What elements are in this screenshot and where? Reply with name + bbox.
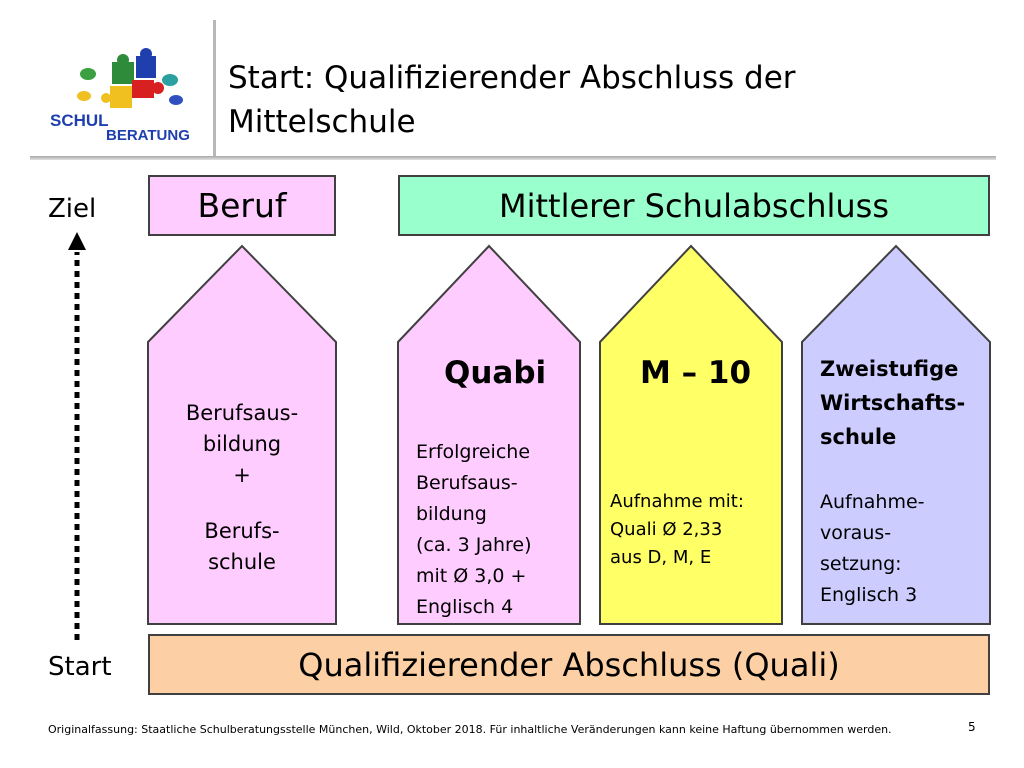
base-quali-label: Qualifizierender Abschluss (Quali): [298, 645, 840, 684]
house-heading-line: Wirtschafts-: [820, 391, 966, 415]
header-divider-vertical: [213, 20, 216, 160]
house-berufsausbildung-text: Berufsaus- bildung +: [148, 398, 336, 491]
page-title-line-1: Start: Qualifizierender Abschluss der: [228, 60, 796, 96]
logo-text-schul: SCHUL: [50, 111, 109, 130]
house-m10-text: Aufnahme mit: Quali Ø 2,33 aus D, M, E: [610, 488, 744, 572]
base-quali: Qualifizierender Abschluss (Quali): [148, 634, 990, 695]
house-wirtschaftsschule-text: Aufnahme- voraus- setzung: Englisch 3: [820, 487, 925, 611]
house-text-line: Aufnahme-: [820, 491, 925, 513]
house-text-line: +: [233, 463, 251, 487]
house-text-line: Erfolgreiche: [416, 441, 531, 463]
house-heading-line: Zweistufige: [820, 357, 959, 381]
arrow-up-icon: [68, 232, 86, 250]
house-heading-line: schule: [820, 425, 897, 449]
header-divider-horizontal: [30, 156, 996, 160]
house-berufsschule-text: Berufs- schule: [148, 516, 336, 578]
house-text-line: Berufsaus-: [416, 472, 518, 494]
house-text-line: Berufs-: [204, 519, 280, 543]
house-text-line: Englisch 4: [416, 596, 514, 618]
house-text-line: Englisch 3: [820, 584, 918, 606]
logo-text-beratung: BERATUNG: [106, 127, 190, 144]
house-quabi-text: Erfolgreiche Berufsaus- bildung (ca. 3 J…: [416, 437, 532, 623]
house-text-line: Berufsaus-: [185, 401, 299, 425]
house-berufsausbildung: [147, 244, 337, 625]
house-text-line: Aufnahme mit:: [610, 491, 744, 512]
footer-source: Originalfassung: Staatliche Schulberatun…: [48, 723, 892, 736]
goal-mittlerer-schulabschluss: Mittlerer Schulabschluss: [398, 175, 990, 236]
house-m10-heading: M – 10: [640, 355, 752, 391]
house-quabi-heading: Quabi: [444, 355, 547, 391]
house-text-line: mit Ø 3,0 +: [416, 565, 527, 587]
page-title-line-2: Mittelschule: [228, 104, 416, 140]
house-quabi: [397, 244, 581, 625]
house-text-line: bildung: [416, 503, 487, 525]
house-text-line: aus D, M, E: [610, 547, 712, 568]
goal-msa-label: Mittlerer Schulabschluss: [499, 186, 889, 225]
goal-beruf-label: Beruf: [197, 186, 287, 225]
goal-beruf: Beruf: [148, 175, 336, 236]
progress-arrow: [68, 232, 86, 640]
house-text-line: setzung:: [820, 553, 902, 575]
house-text-line: Quali Ø 2,33: [610, 519, 723, 540]
schulberatung-logo: SCHUL BERATUNG: [50, 48, 190, 144]
puzzle-logo-icon: [77, 48, 183, 108]
house-wirtschaftsschule: [801, 244, 991, 625]
house-text-line: (ca. 3 Jahre): [416, 534, 532, 556]
house-wirtschaftsschule-heading: Zweistufige Wirtschafts- schule: [820, 352, 965, 454]
page-number: 5: [968, 720, 976, 734]
axis-label-start: Start: [48, 652, 112, 682]
house-text-line: schule: [208, 550, 276, 574]
page-title: Start: Qualifizierender Abschluss der Mi…: [228, 56, 988, 144]
house-text-line: bildung: [202, 432, 282, 456]
house-text-line: voraus-: [820, 522, 892, 544]
axis-label-ziel: Ziel: [48, 194, 97, 224]
house-m10: [599, 244, 783, 625]
